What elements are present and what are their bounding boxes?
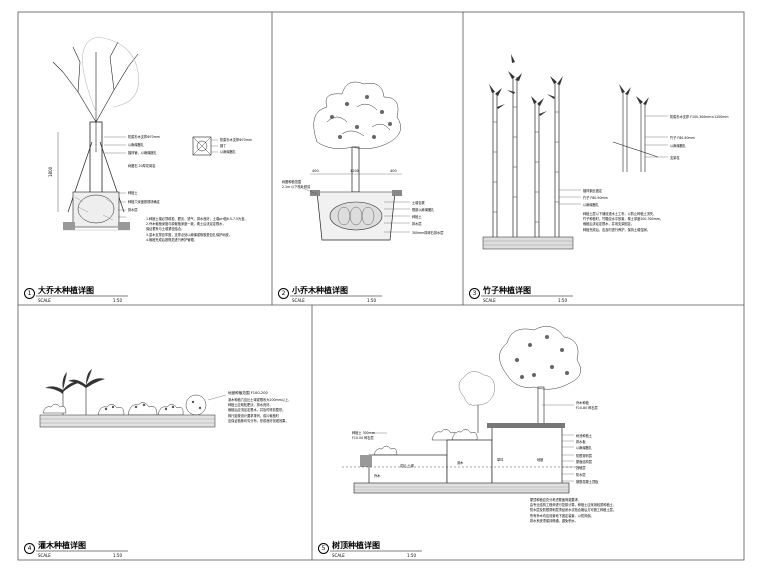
bamboo-right-label-3: 以麻绳捆扎: [670, 144, 686, 148]
panel-number-1: 1: [24, 288, 35, 299]
roof-right-label-2: 排水板: [576, 440, 586, 444]
roof-right-label-4: 防根穿刺层: [576, 454, 592, 458]
roof-section-label-3: 灌木: [457, 461, 464, 465]
panel-scale-label-3: SCALE: [483, 298, 496, 303]
large-tree-label-4: 树圈石 20厚花岗岩: [128, 164, 156, 168]
large-tree-inset-label-1: 防腐杉木支撑Φ70mm: [220, 138, 252, 142]
panel-title-3: 竹子种植详图: [483, 286, 531, 295]
panel-roof-planting: 种植土 300mm F10-50 碎石层 乔木种植 F10-80 碎石层 树池种…: [312, 305, 744, 560]
roof-right-label-1: 树池种植土: [576, 434, 592, 438]
panel-scale-3: 1:50: [558, 298, 567, 303]
shrub-notes: 灌木种植穴应比土球或根系大200mm以上， 种植土应疏松肥沃，排水良好。 栽植后…: [228, 398, 292, 423]
small-tree-left-label-1: 树圈种植范围: [282, 180, 302, 184]
bamboo-drawing: [482, 54, 668, 250]
bamboo-right-label-2: 竹子 F80-90mm: [670, 136, 695, 140]
panel-title-5: 树顶种植详图: [332, 541, 380, 550]
roof-notes: 屋顶种植应充分考虑屋面荷载要求， 由专业结构工程师进行复核计算。种植土应采用轻质…: [530, 498, 617, 523]
large-tree-label-3: 镀锌管，以麻绳捆扎: [128, 151, 157, 155]
bamboo-mid-label-2: 竹子 F80-90mm: [583, 196, 608, 200]
roof-right-label-3: 以麻绳捆扎: [576, 446, 592, 450]
large-tree-label-1: 防腐杉木支撑Φ70mm: [128, 135, 160, 139]
bamboo-mid-label-3: 以麻绳捆扎: [583, 203, 599, 207]
large-tree-inset-label-3: 以麻绳捆扎: [220, 150, 236, 154]
panel-number-3: 3: [469, 288, 480, 299]
large-tree-label-5: 种植土: [128, 191, 138, 195]
small-tree-right-label-1: 土壤包裹: [412, 201, 425, 205]
panel-number-2: 2: [278, 288, 289, 299]
roof-section-label-5: 地被: [537, 458, 544, 462]
bamboo-notes: 种植土层以下铺设透水土工布，以防止种植土流失。 竹子种植时，竹鞭应水平放置，覆土…: [583, 212, 664, 232]
roof-right-label-6: 找坡层: [576, 466, 586, 470]
large-tree-drawing: 1800: [48, 36, 218, 231]
small-tree-left-label-2: 2.1m 以下枝叶修剪: [282, 185, 311, 189]
panel-large-tree: 1800: [18, 12, 272, 305]
panel-title-1: 大乔木种植详图: [38, 286, 94, 295]
panel-shrub: 地被种植范围 F100-200 灌木种植穴应比土球或根系大200mm以上， 种植…: [18, 305, 312, 560]
panel-scale-5: 1:50: [407, 553, 416, 558]
large-tree-label-2: 以麻绳捆扎: [128, 143, 144, 147]
bamboo-mid-label-1: 镀锌钢丝固定: [583, 189, 603, 193]
panel-number-5: 5: [318, 543, 329, 554]
roof-section-label-1: 乔木: [374, 474, 381, 478]
large-tree-label-6: 种植穴深度按现场确定: [128, 200, 160, 204]
bamboo-right-label-1: 防腐杉木支撑 F100-300mm×1200mm: [670, 115, 729, 119]
roof-top-right-label-2: F10-80 碎石层: [576, 406, 598, 410]
panel-scale-label-4: SCALE: [38, 553, 51, 558]
shrub-drawing: [39, 369, 227, 428]
large-tree-dim: 1800: [48, 166, 53, 177]
small-tree-dim-2: 1200: [350, 169, 359, 173]
large-tree-label-7: 排水层: [128, 208, 138, 212]
panel-scale-label-2: SCALE: [292, 298, 305, 303]
roof-top-label-1: 种植土 300mm: [352, 431, 375, 435]
roof-right-label-7: 防水层: [576, 473, 586, 477]
panel-number-4: 4: [24, 543, 35, 554]
panel-bamboo: 防腐杉木支撑 F100-300mm×1200mm 竹子 F80-90mm 以麻绳…: [463, 12, 744, 305]
small-tree-dim-1: 400: [312, 169, 319, 173]
small-tree-drawing: 400 1200 400: [299, 81, 410, 241]
roof-section-label-2: 花坛 土球: [400, 464, 414, 468]
small-tree-right-label-5: 300mm厚碎石排水层: [412, 231, 444, 235]
panel-scale-label-1: SCALE: [38, 298, 51, 303]
panel-scale-2: 1:50: [367, 298, 376, 303]
panel-small-tree: 400 1200 400 树圈种植范围 2.1m 以下枝叶修剪 土壤包裹 根部以…: [272, 12, 463, 305]
roof-top-right-label-1: 乔木种植: [576, 401, 589, 405]
panel-title-2: 小乔木种植详图: [292, 286, 348, 295]
small-tree-dim-3: 400: [390, 169, 397, 173]
roof-section-label-4: 草坪: [497, 458, 504, 462]
small-tree-right-label-4: 排水层: [412, 222, 422, 226]
large-tree-notes: 1.种植土壤必须疏松、肥沃、透气，排水良好，土壤pH值6.5-7.5为宜。 2.…: [146, 217, 248, 242]
roof-top-label-2: F10-50 碎石层: [352, 436, 374, 440]
large-tree-inset-label-2: 钢丁: [220, 144, 227, 148]
shrub-label-1: 地被种植范围 F100-200: [228, 391, 268, 395]
panel-scale-label-5: SCALE: [332, 553, 345, 558]
roof-planting-drawing: [342, 326, 582, 494]
panel-scale-4: 1:50: [113, 553, 122, 558]
small-tree-right-label-2: 根部以麻绳捆扎: [412, 208, 435, 212]
panel-scale-1: 1:50: [113, 298, 122, 303]
roof-right-label-5: 屋面结构层: [576, 460, 592, 464]
roof-right-label-8: 钢筋混凝土顶板: [576, 480, 599, 484]
small-tree-right-label-3: 种植土: [412, 215, 422, 219]
bamboo-right-label-4: 支架柱: [670, 156, 680, 160]
panel-title-4: 灌木种植详图: [38, 541, 86, 550]
